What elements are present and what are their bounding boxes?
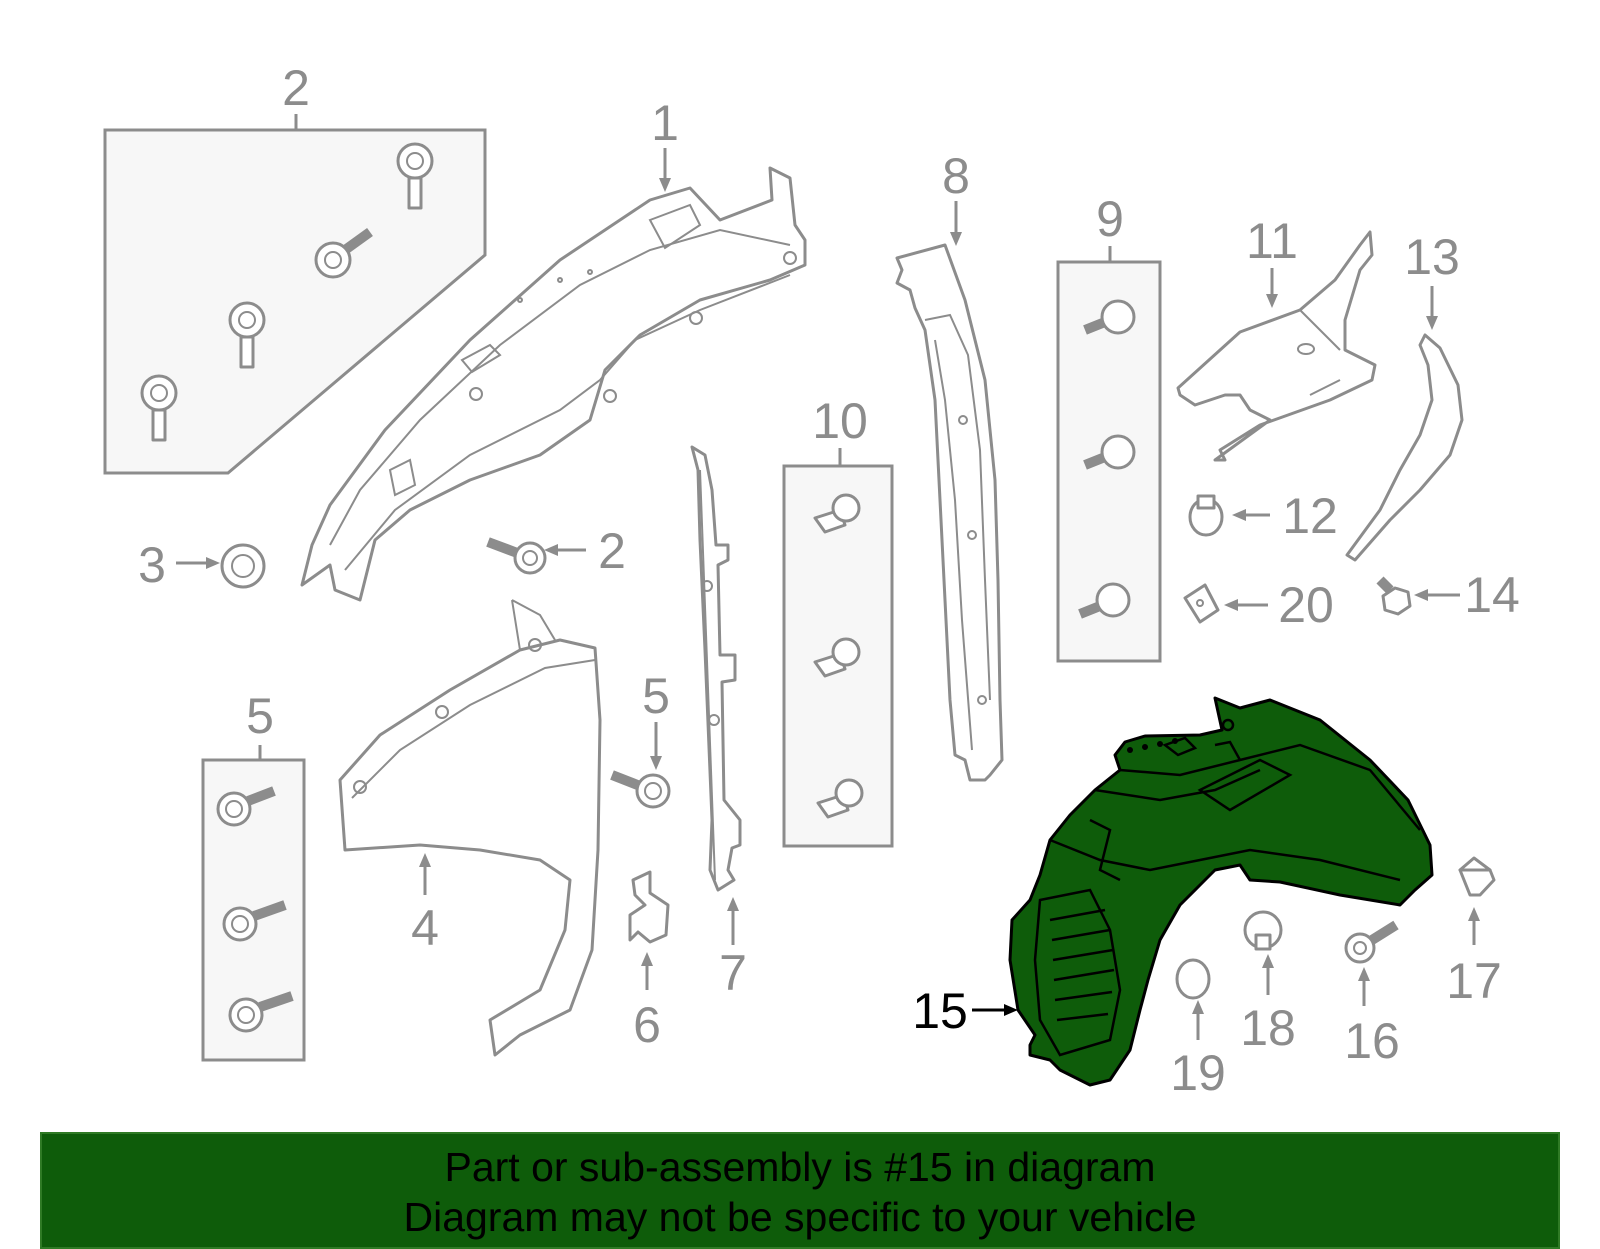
- callout-7: 7: [719, 945, 747, 1001]
- pillar-brace-part-8: 8: [895, 148, 1004, 782]
- moulding-part-13: 13: [1345, 229, 1464, 562]
- fastener-kit-box-2: 2: [103, 60, 487, 475]
- clip-kit-box-10: 10: [782, 393, 894, 848]
- screw-part-2: 2: [486, 523, 626, 579]
- bolt-kit-box-9: 9: [1056, 191, 1162, 663]
- bolt-icon: [1078, 582, 1131, 619]
- callout-9: 9: [1096, 191, 1124, 247]
- banner-part-note: Part or sub-assembly is #15 in diagram: [444, 1144, 1156, 1190]
- screw-icon: [314, 227, 373, 279]
- callout-15: 15: [912, 983, 968, 1039]
- callout-12: 12: [1282, 488, 1338, 544]
- callout-1: 1: [651, 95, 679, 151]
- callout-18: 18: [1240, 1000, 1296, 1056]
- callout-8: 8: [942, 148, 970, 204]
- callout-5-left: 5: [246, 688, 274, 744]
- callout-10: 10: [812, 393, 868, 449]
- push-pin-part-12: 12: [1188, 488, 1338, 544]
- bolt-icon: [228, 991, 294, 1033]
- bolt-kit-box-5: 5: [201, 688, 306, 1062]
- washer-part-19: 19: [1170, 958, 1226, 1101]
- bolt-part-14: 14: [1376, 567, 1520, 623]
- clip-icon: [816, 778, 864, 819]
- callout-17: 17: [1446, 953, 1502, 1009]
- callout-11: 11: [1246, 213, 1298, 269]
- callout-16: 16: [1344, 1013, 1400, 1069]
- callout-3: 3: [138, 537, 166, 593]
- grommet-part-18: 18: [1240, 910, 1296, 1056]
- bolt-icon: [1083, 434, 1136, 470]
- bolt-icon: [216, 786, 276, 827]
- callout-2-side: 2: [598, 523, 626, 579]
- clip-part-17: 17: [1446, 856, 1502, 1009]
- speed-nut-part-20: 20: [1183, 577, 1334, 633]
- banner-disclaimer: Diagram may not be specific to your vehi…: [403, 1194, 1197, 1240]
- fender-part-4: 4: [338, 599, 602, 1057]
- fender-liner-part-15: 15: [912, 696, 1434, 1087]
- seal-strip-part-7: 7: [690, 445, 747, 1001]
- callout-14: 14: [1464, 567, 1520, 623]
- screw-part-16: 16: [1344, 920, 1400, 1069]
- callout-2-top: 2: [282, 60, 310, 116]
- part-info-banner: Part or sub-assembly is #15 in diagram D…: [40, 1132, 1560, 1249]
- callout-13: 13: [1404, 229, 1460, 285]
- screw-icon: [396, 142, 434, 210]
- parts-diagram: 2 1 3 2: [103, 60, 1520, 1101]
- bolt-part-5: 5: [610, 668, 671, 809]
- bracket-part-6: 6: [628, 870, 670, 1053]
- clip-icon: [813, 493, 861, 534]
- bolt-icon: [222, 900, 287, 942]
- callout-6: 6: [633, 997, 661, 1053]
- clip-icon: [813, 637, 861, 678]
- shield-part-11: 11: [1176, 213, 1377, 462]
- bolt-icon: [1083, 299, 1136, 335]
- nut-part-3: 3: [138, 537, 266, 593]
- callout-4: 4: [411, 900, 439, 956]
- apron-rail-part-1: 1: [300, 95, 807, 602]
- screw-icon: [228, 301, 266, 369]
- callout-19: 19: [1170, 1045, 1226, 1101]
- callout-20: 20: [1278, 577, 1334, 633]
- screw-icon: [140, 374, 178, 442]
- callout-5-right: 5: [642, 668, 670, 724]
